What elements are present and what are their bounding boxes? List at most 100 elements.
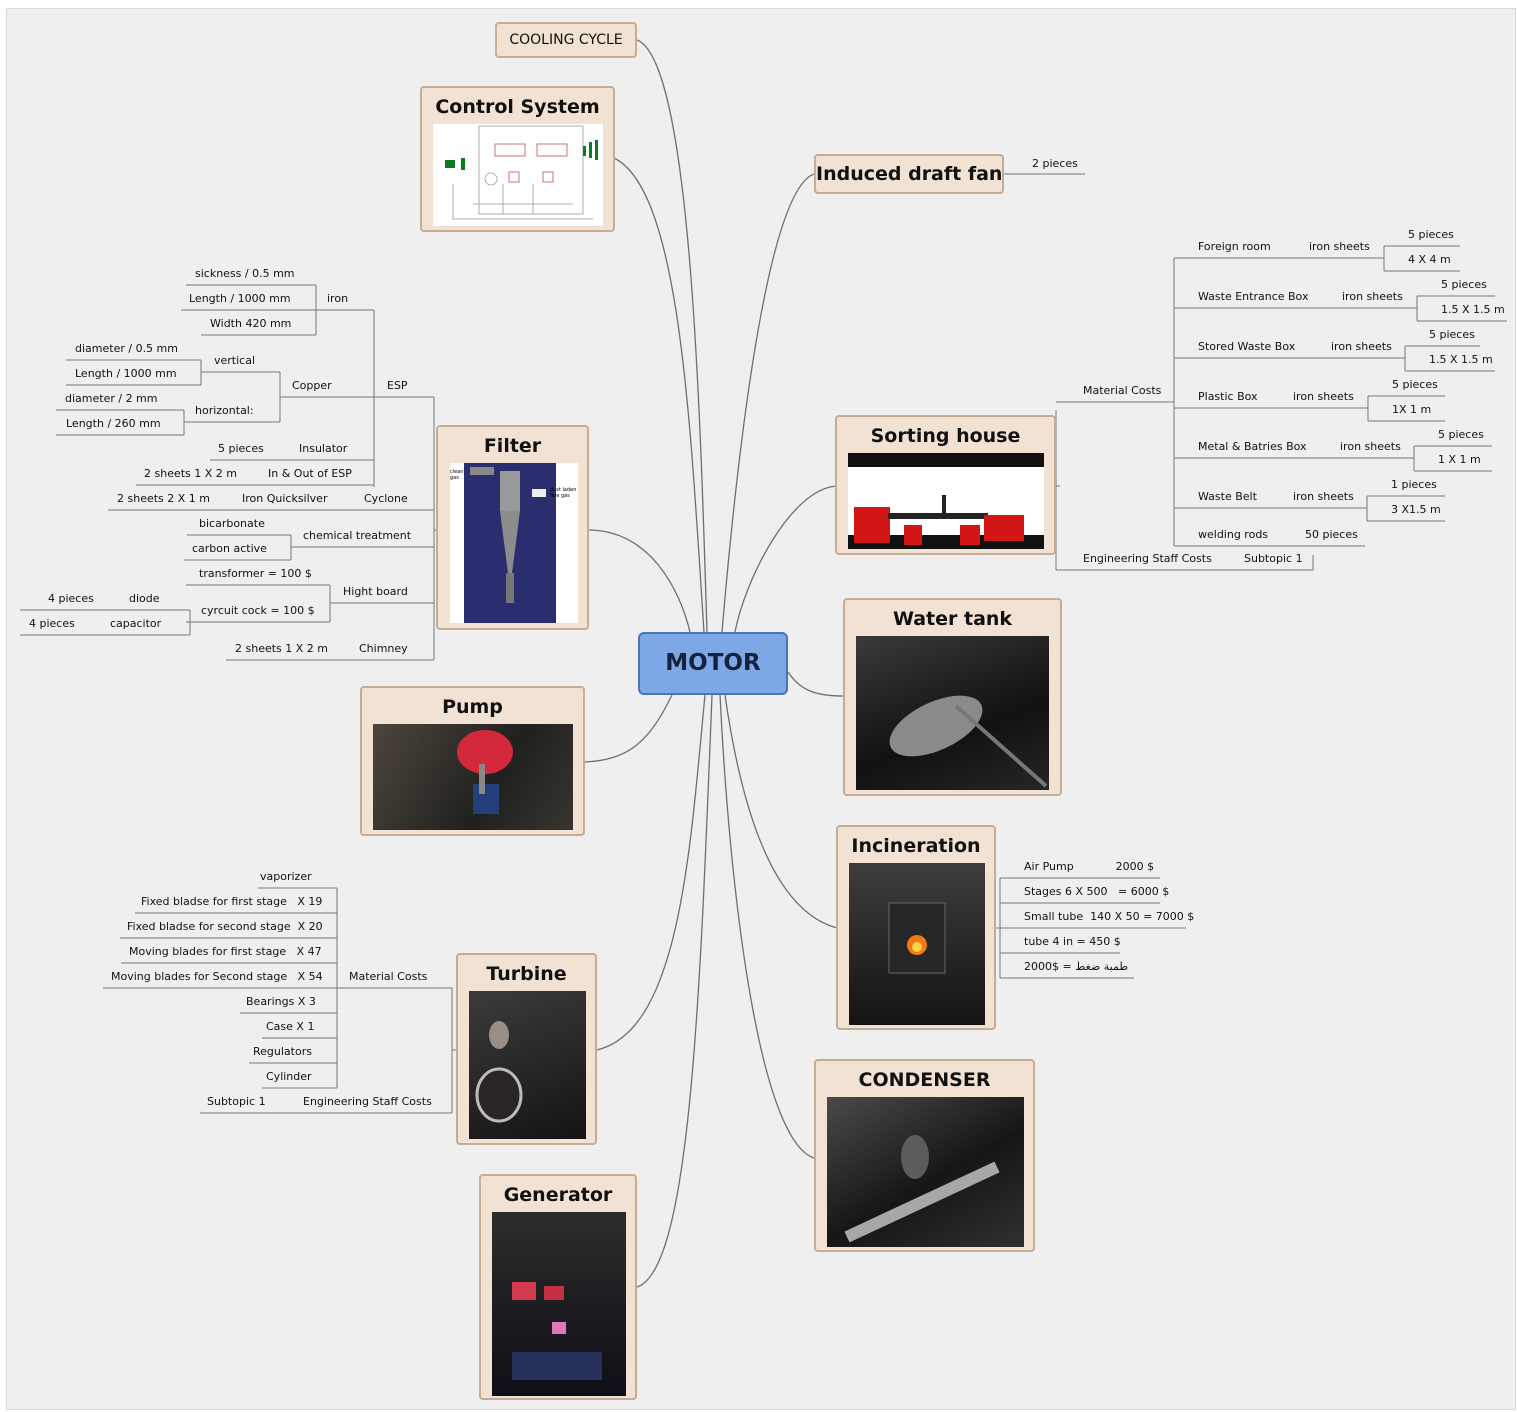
water-tank-drawing: [889, 695, 1048, 788]
fan-quantity: 2 pieces: [1032, 157, 1078, 170]
generator-drawing: [512, 1282, 602, 1380]
sorting-item-size: 4 X 4 m: [1408, 253, 1451, 266]
sorting-material-costs: Material Costs: [1083, 384, 1162, 397]
filter-iron-sickness: sickness / 0.5 mm: [195, 267, 295, 280]
topic-induced-draft-fan-title: Induced draft fan: [816, 163, 1003, 185]
link-fan: [721, 173, 815, 633]
incineration-photo: [849, 863, 985, 1025]
schematic-drawing: [445, 125, 598, 220]
topic-incineration[interactable]: Incineration: [836, 825, 996, 1030]
filter-chimney-qty: 2 sheets 1 X 2 m: [235, 642, 329, 655]
filter-inout-qty: 2 sheets 1 X 2 m: [144, 467, 238, 480]
filter-cyclone: Cyclone: [364, 492, 408, 505]
sorting-item-qty: 1 pieces: [1391, 478, 1437, 491]
filter-diode: diode: [129, 592, 160, 605]
link-turbine: [596, 694, 706, 1051]
topic-turbine-title: Turbine: [486, 963, 567, 985]
incineration-drawing: [888, 902, 946, 974]
sorting-item-size: 1.5 X 1.5 m: [1429, 353, 1493, 366]
topic-water-tank[interactable]: Water tank: [843, 598, 1062, 796]
cyclone-image: clean gas dust laden flue gas: [450, 463, 578, 623]
topic-filter-title: Filter: [483, 435, 542, 457]
sorting-item-size: 1 X 1 m: [1438, 453, 1481, 466]
topic-cooling-cycle-label: COOLING CYCLE: [509, 32, 623, 48]
sorting-welding: welding rods: [1198, 528, 1269, 541]
sorting-item-qty: 5 pieces: [1408, 228, 1454, 241]
filter-copper: Copper: [292, 379, 332, 392]
filter-insulator-qty: 5 pieces: [218, 442, 264, 455]
link-generator: [636, 694, 713, 1288]
filter-vertical-diameter: diameter / 0.5 mm: [75, 342, 178, 355]
turbine-staff-costs: Engineering Staff Costs: [303, 1095, 432, 1108]
link-water: [787, 671, 844, 697]
topic-sorting-house[interactable]: Sorting house: [835, 415, 1056, 555]
sorting-item-name: Waste Belt: [1198, 490, 1257, 503]
topic-cooling-cycle[interactable]: COOLING CYCLE: [495, 22, 637, 58]
topic-turbine[interactable]: Turbine: [456, 953, 597, 1145]
sorting-item-name: Metal & Batries Box: [1198, 440, 1307, 453]
turbine-item: Cylinder: [266, 1070, 312, 1083]
turbine-item: Moving blades for Second stage X 54: [111, 970, 323, 983]
filter-horizontal: horizontal:: [195, 404, 254, 417]
filter-insulator: Insulator: [299, 442, 348, 455]
topic-filter[interactable]: Filter clean gas dust laden flue gas: [436, 425, 589, 630]
topic-sorting-house-title: Sorting house: [870, 425, 1021, 447]
sorting-item-qty: 5 pieces: [1441, 278, 1487, 291]
turbine-item: Case X 1: [266, 1020, 315, 1033]
filter-quicksilver: Iron Quicksilver: [242, 492, 328, 505]
sorting-house-image: [848, 453, 1044, 549]
sorting-item-material: iron sheets: [1293, 490, 1354, 503]
topic-incineration-title: Incineration: [851, 835, 981, 857]
sorting-item-size: 1.5 X 1.5 m: [1441, 303, 1505, 316]
cyclone-drawing: [464, 463, 556, 623]
filter-capacitor: capacitor: [110, 617, 162, 630]
link-condenser: [719, 694, 815, 1159]
topic-pump[interactable]: Pump: [360, 686, 585, 836]
filter-diode-qty: 4 pieces: [48, 592, 94, 605]
water-tank-photo: [856, 636, 1049, 790]
turbine-photo: [469, 991, 586, 1139]
sorting-item-size: 3 X1.5 m: [1391, 503, 1441, 516]
filter-cyrcuit: cyrcuit cock = 100 $: [201, 604, 315, 617]
pump-photo: [373, 724, 573, 830]
topic-generator[interactable]: Generator: [479, 1174, 637, 1400]
control-schematic-image: [433, 124, 603, 226]
filter-chemical: chemical treatment: [303, 529, 412, 542]
sorting-welding-qty: 50 pieces: [1305, 528, 1358, 541]
sorting-item-name: Foreign room: [1198, 240, 1271, 253]
turbine-drawing: [475, 1021, 523, 1123]
filter-chimney: Chimney: [359, 642, 408, 655]
topic-control-system-title: Control System: [435, 96, 600, 118]
filter-horizontal-diameter: diameter / 2 mm: [65, 392, 158, 405]
incineration-item: tube 4 in = 450 $: [1024, 935, 1121, 948]
filter-inout: In & Out of ESP: [268, 467, 352, 480]
condenser-photo: [827, 1097, 1024, 1247]
filter-transformer: transformer = 100 $: [199, 567, 312, 580]
sorting-house-drawing: [848, 453, 1044, 549]
topic-induced-draft-fan[interactable]: Induced draft fan: [814, 154, 1004, 194]
pump-drawing: [457, 730, 513, 814]
turbine-item: vaporizer: [260, 870, 312, 883]
topic-condenser[interactable]: CONDENSER: [814, 1059, 1035, 1252]
turbine-material-costs: Material Costs: [349, 970, 428, 983]
sorting-item-material: iron sheets: [1342, 290, 1403, 303]
link-filter: [587, 529, 691, 633]
sorting-item-size: 1X 1 m: [1392, 403, 1432, 416]
turbine-item: Moving blades for first stage X 47: [129, 945, 322, 958]
generator-photo: [492, 1212, 626, 1396]
sorting-item-qty: 5 pieces: [1438, 428, 1484, 441]
incineration-item: Stages 6 X 500 = 6000 $: [1024, 885, 1170, 898]
filter-iron-width: Width 420 mm: [210, 317, 292, 330]
central-topic[interactable]: MOTOR: [638, 632, 788, 695]
link-incineration: [724, 694, 838, 929]
central-topic-label: MOTOR: [665, 650, 761, 676]
link-cooling: [636, 39, 708, 633]
topic-control-system[interactable]: Control System: [420, 86, 615, 232]
sorting-item-material: iron sheets: [1331, 340, 1392, 353]
incineration-item: Small tube 140 X 50 = 7000 $: [1024, 910, 1195, 923]
turbine-item: Regulators: [253, 1045, 312, 1058]
link-pump: [584, 694, 673, 763]
cyclone-dust-gas-label: dust laden flue gas: [550, 487, 577, 499]
link-control: [613, 157, 705, 633]
